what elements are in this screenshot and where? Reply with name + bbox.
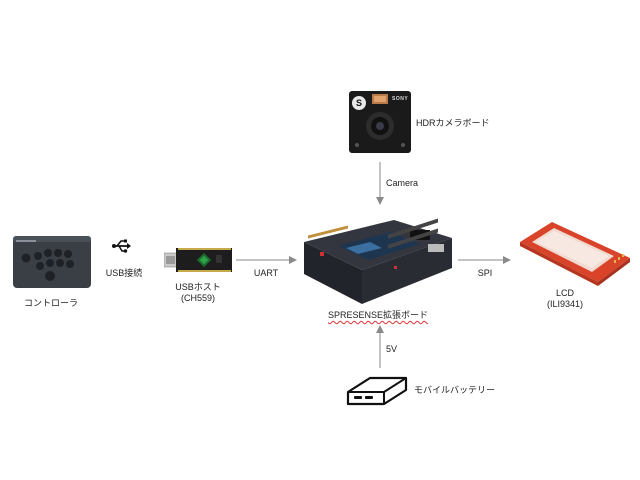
power-label: 5V [386,344,398,354]
usb-host-node [164,244,234,276]
camera-connection-label: Camera [386,178,419,188]
spi-label: SPI [477,268,493,278]
battery-node [344,374,410,408]
mobile-battery-icon [346,376,408,406]
spresense-board-icon [304,218,452,304]
battery-label: モバイルバッテリー [414,385,496,395]
usb-connection-label: USB接続 [105,268,143,278]
arcade-controller-icon [13,236,91,288]
lcd-label-line2: (ILI9341) [546,299,584,309]
lcd-module-icon [520,222,630,286]
camera-board-label: HDRカメラボード [416,118,490,128]
controller-label: コントローラ [23,298,78,308]
lcd-label-line1: LCD [555,288,574,298]
controller-node [12,234,92,290]
usb-icon [112,239,131,253]
camera-badge: S [352,96,366,110]
usb-host-label-line2: (CH559) [180,293,215,303]
uart-label: UART [253,268,279,278]
usb-connection-node [112,238,132,254]
usb-host-board-icon [164,248,232,272]
usb-host-label-line1: USBホスト [175,282,221,292]
spresense-label: SPRESENSE拡張ボード [327,310,429,320]
lcd-node [514,220,632,286]
camera-board-node: S SONY [348,90,412,154]
spresense-node [298,208,458,310]
sony-logo-text: SONY [392,96,409,102]
